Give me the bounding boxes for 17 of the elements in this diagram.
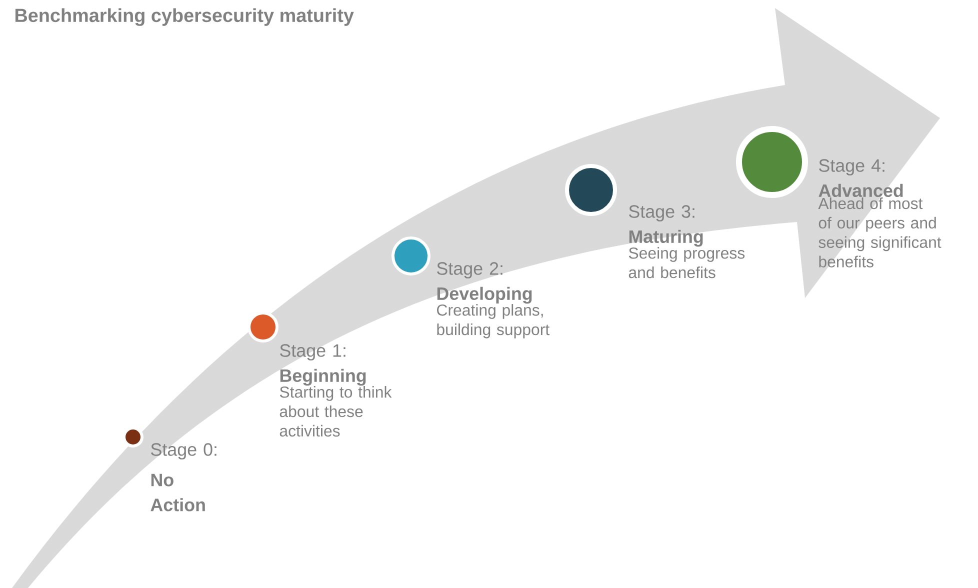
title: Benchmarking cybersecurity maturity xyxy=(15,8,354,26)
stage-name: Developing xyxy=(437,286,532,304)
stage-description: Starting to think about these activities xyxy=(280,386,392,437)
stage-name: Beginning xyxy=(280,368,366,386)
stage-label: Stage 0: xyxy=(151,443,216,460)
stage-label: Stage 1: xyxy=(280,344,346,360)
stage-name: No Action xyxy=(150,474,205,512)
stage-description: Creating plans, building support xyxy=(437,304,550,338)
stage-name: Maturing xyxy=(629,230,703,247)
stage-label: Stage 3: xyxy=(629,205,694,222)
stage-label: Stage 4: xyxy=(819,159,884,176)
stage-dot xyxy=(122,426,144,448)
stage-description: Seeing progress and benefits xyxy=(628,247,745,278)
stage-name: Advanced xyxy=(818,184,903,197)
stage-dot xyxy=(248,312,278,342)
stage-label: Stage 2: xyxy=(437,262,502,278)
stage-description: Ahead of most of our peers and seeing significant benefits xyxy=(818,197,942,268)
